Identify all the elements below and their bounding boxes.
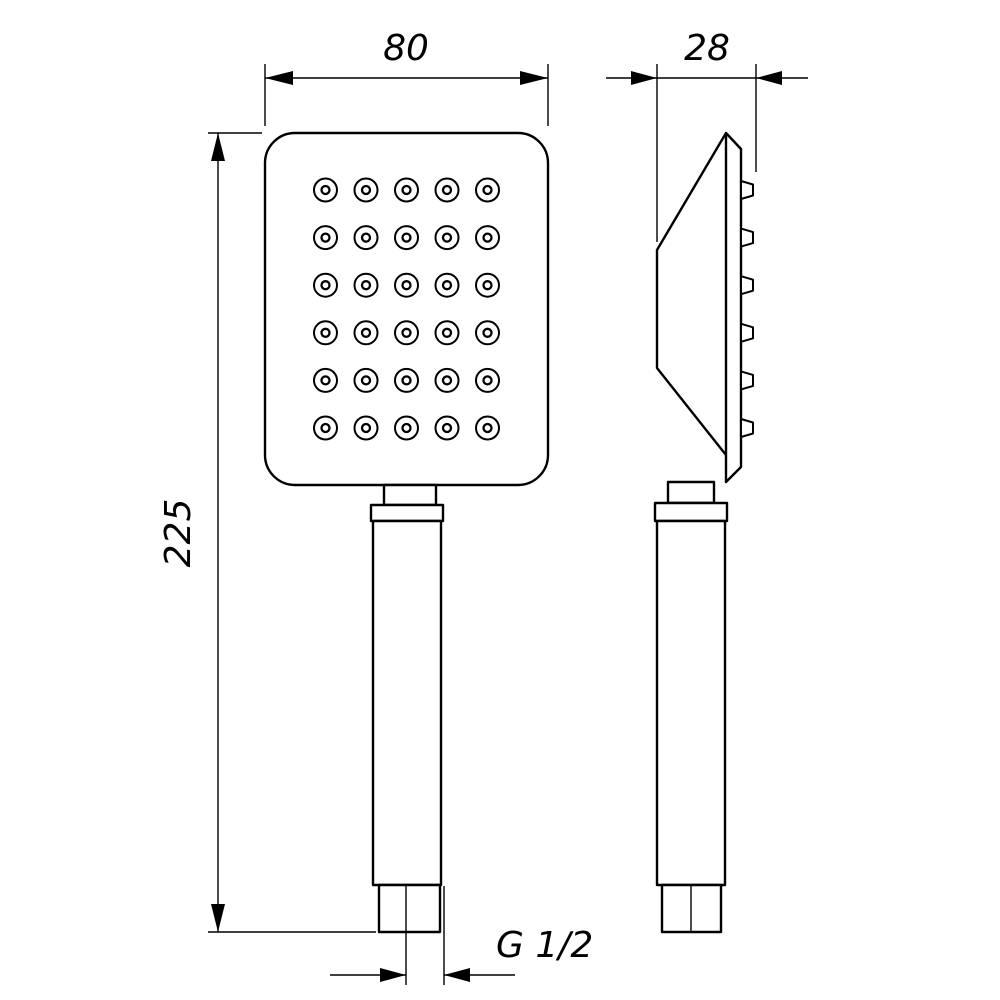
nozzle-inner-dot: [482, 232, 493, 243]
nozzle-inner-dot: [441, 327, 453, 338]
handle-side: [655, 519, 727, 887]
nozzle-inner-dot: [360, 232, 372, 243]
nozzle-side-profile: [740, 227, 754, 248]
nozzle-inner-dot: [401, 184, 412, 196]
height-dimension-label: 225: [158, 499, 199, 568]
arrowhead-bottom: [211, 904, 225, 932]
nozzle-inner-dot: [360, 184, 372, 196]
dimension-depth: 28: [606, 28, 808, 242]
handle-front: [371, 519, 443, 887]
arrowhead-right: [444, 968, 470, 982]
arrowhead-left: [380, 968, 406, 982]
nozzle-inner-dot: [401, 422, 412, 434]
depth-dimension-label: 28: [684, 28, 730, 69]
collar-front: [369, 503, 445, 523]
side-nozzles: [740, 180, 754, 438]
nozzle-inner-dot: [320, 327, 331, 338]
arrowhead-left: [265, 71, 293, 85]
nozzle-inner-dot: [482, 280, 493, 291]
nozzle-side-profile: [740, 275, 754, 296]
nozzle-side-profile: [740, 180, 754, 200]
nozzle-inner-dot: [320, 422, 331, 434]
face-plate-side: [724, 131, 743, 484]
nozzle-inner-dot: [441, 375, 453, 386]
head-body-side: [655, 132, 728, 456]
nozzle-inner-dot: [360, 327, 372, 338]
nozzle-inner-dot: [482, 375, 493, 386]
neck-side: [666, 480, 716, 505]
nozzle-inner-dot: [401, 327, 412, 338]
nozzle-side-profile: [740, 370, 754, 391]
thread-fitting-front: [377, 883, 442, 934]
arrowhead-left: [631, 71, 657, 85]
nozzle-inner-dot: [401, 232, 412, 243]
collar-side: [653, 501, 729, 523]
thread-dimension-label: G 1/2: [496, 925, 593, 966]
nozzle-inner-dot: [482, 184, 493, 196]
neck-front: [382, 483, 438, 507]
dimension-width: 80: [264, 28, 549, 126]
nozzle-inner-dot: [320, 232, 331, 243]
side-view: [653, 131, 754, 934]
dimension-thread: G 1/2: [330, 886, 593, 985]
nozzle-inner-dot: [441, 232, 453, 243]
nozzle-inner-dot: [441, 422, 453, 434]
nozzle-inner-dot: [441, 184, 453, 196]
nozzle-inner-dot: [401, 375, 412, 386]
nozzle-inner-dot: [401, 280, 412, 291]
nozzle-side-profile: [740, 418, 754, 438]
arrowhead-right: [756, 71, 782, 85]
arrowhead-right: [520, 71, 548, 85]
front-nozzle-grid: [313, 177, 500, 441]
nozzle-inner-dot: [441, 280, 453, 291]
nozzle-inner-dot: [320, 184, 331, 196]
arrowhead-top: [211, 133, 225, 161]
nozzle-inner-dot: [320, 280, 331, 291]
front-view: [263, 131, 550, 934]
nozzle-inner-dot: [320, 375, 331, 386]
dimension-height: 225: [158, 132, 376, 933]
nozzle-inner-dot: [482, 327, 493, 338]
width-dimension-label: 80: [383, 28, 429, 69]
nozzle-inner-dot: [482, 422, 493, 434]
nozzle-side-profile: [740, 322, 754, 343]
nozzle-inner-dot: [360, 280, 372, 291]
nozzle-inner-dot: [360, 375, 372, 386]
nozzle-inner-dot: [360, 422, 372, 434]
